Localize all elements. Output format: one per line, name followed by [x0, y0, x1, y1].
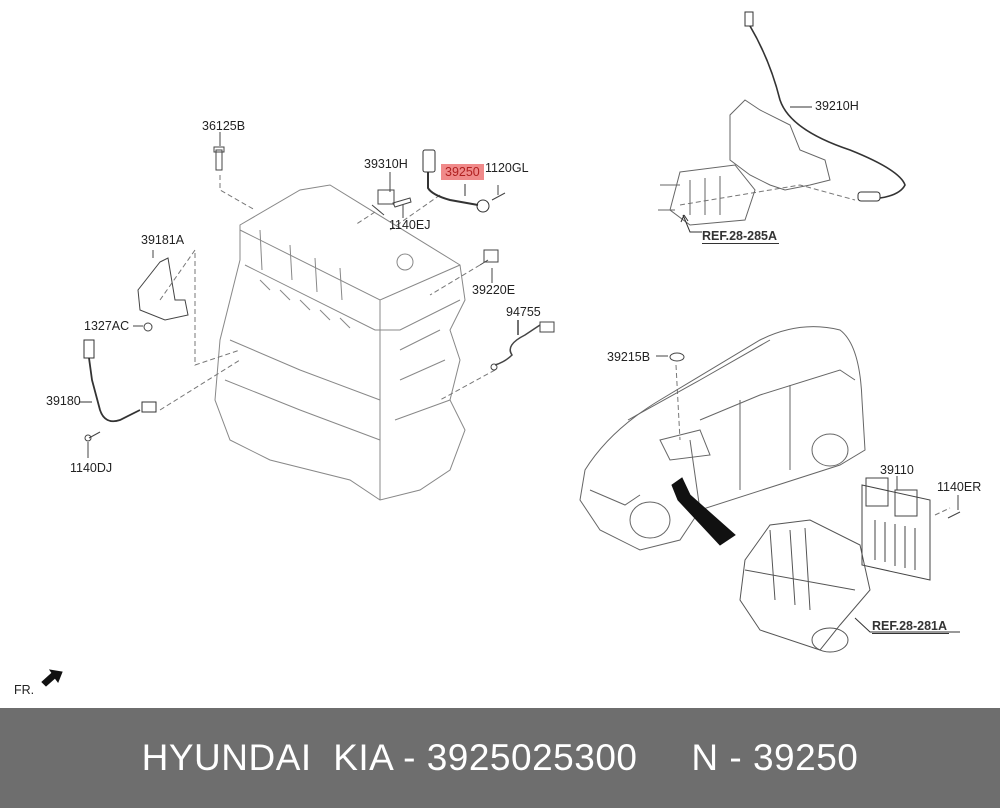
- part-label-39180: 39180: [46, 394, 81, 408]
- part-label-39250-highlighted: 39250: [441, 164, 484, 180]
- car-drawing: [579, 326, 866, 551]
- part-label-39220E: 39220E: [472, 283, 516, 297]
- part-label-36125B: 36125B: [202, 119, 246, 133]
- banner-text: HYUNDAI KIA - 3925025300 N - 39250: [141, 737, 859, 778]
- ref-link-28-285A[interactable]: REF.28-285A: [702, 229, 780, 244]
- ref-link-28-281A[interactable]: REF.28-281A: [872, 619, 950, 634]
- part-number-banner: HYUNDAI KIA - 3925025300 N - 39250: [0, 708, 1000, 808]
- part-label-39310H: 39310H: [364, 157, 408, 171]
- part-label-1140EJ: 1140EJ: [389, 218, 431, 232]
- part-label-39215B: 39215B: [607, 350, 651, 364]
- part-label-39181A: 39181A: [141, 233, 185, 247]
- parts-diagram: [41, 11, 961, 687]
- part-label-94755: 94755: [506, 305, 541, 319]
- part-label-39110: 39110: [880, 463, 914, 477]
- front-direction-label: FR.: [14, 683, 35, 697]
- part-label-1140DJ: 1140DJ: [70, 461, 113, 475]
- engine-block-drawing: [214, 184, 466, 501]
- part-label-39210H: 39210H: [815, 99, 859, 113]
- part-label-1140ER: 1140ER: [937, 480, 982, 494]
- part-label-1120GL: 1120GL: [485, 161, 529, 175]
- part-label-1327AC: 1327AC: [84, 319, 130, 333]
